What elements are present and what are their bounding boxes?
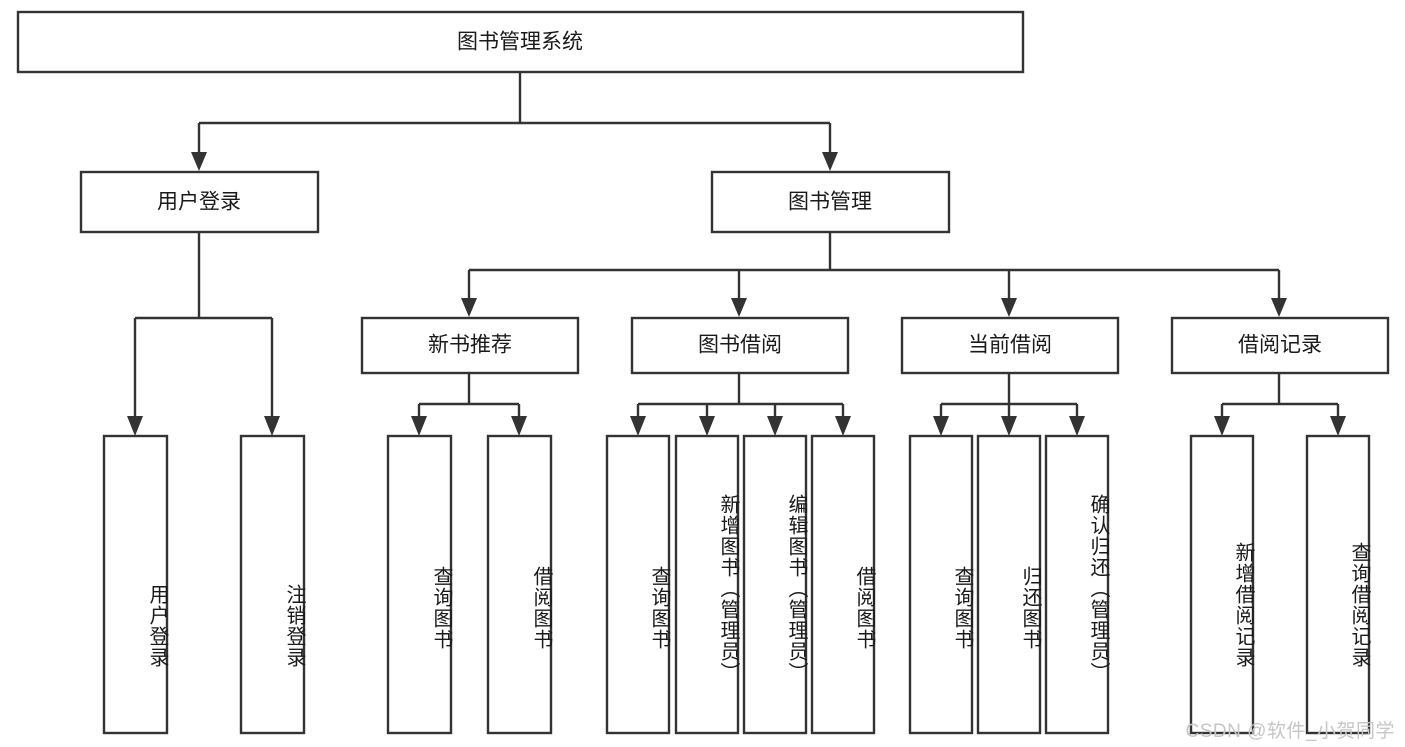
leaf-box-query-book-3[interactable] [908, 434, 974, 735]
node-root-box[interactable] [16, 10, 1025, 74]
leaf-box-borrow-book-1[interactable] [486, 434, 553, 735]
arrow-head-leaf-query-book-3 [933, 416, 949, 436]
arrow-head-leaf-add-record [1214, 416, 1230, 436]
connectors-borrowrecord-to-leaves [1214, 373, 1346, 436]
node-book-borrow-label: 图书借阅 [698, 334, 782, 357]
connectors-currentborrow-to-leaves [933, 373, 1085, 436]
arrow-head-leaf-query-book-2 [630, 416, 646, 436]
arrow-head-leaf-logout [264, 416, 280, 436]
arrow-head-leaf-borrow-book-2 [835, 416, 851, 436]
arrow-head-leaf-return-book [1001, 416, 1017, 436]
arrow-head-book-manage [822, 152, 838, 171]
node-book-manage[interactable]: 图书管理 [710, 170, 951, 234]
node-book-manage-box[interactable] [710, 170, 951, 234]
node-borrow-record[interactable]: 借阅记录 [1170, 316, 1390, 375]
leaf-box-query-book-1[interactable] [386, 434, 453, 735]
arrow-head-current-borrow [1001, 298, 1017, 317]
arrow-head-leaf-query-record [1330, 416, 1346, 436]
node-borrow-record-box[interactable] [1170, 316, 1390, 375]
connectors-bookmanage-to-level3 [461, 232, 1287, 317]
node-user-login-box[interactable] [79, 170, 320, 234]
node-user-login[interactable]: 用户登录 [79, 170, 320, 234]
leaf-box-query-book-2[interactable] [605, 434, 671, 735]
node-current-borrow-label: 当前借阅 [968, 334, 1052, 357]
leaf-box-add-record[interactable] [1189, 434, 1255, 735]
node-book-borrow[interactable]: 图书借阅 [630, 316, 850, 375]
arrow-head-new-book-rec [461, 298, 477, 317]
node-borrow-record-label: 借阅记录 [1238, 334, 1322, 357]
arrow-head-user-login [191, 152, 207, 171]
connectors-root-to-level2 [191, 72, 838, 171]
watermark-text: CSDN @软件_小贺同学 [1185, 721, 1395, 742]
leaf-box-user-login[interactable] [102, 434, 169, 735]
node-book-manage-label: 图书管理 [788, 191, 872, 214]
arrow-head-leaf-edit-book [767, 416, 783, 436]
arrow-head-leaf-user-login [127, 416, 143, 436]
node-user-login-label: 用户登录 [157, 191, 241, 214]
leaf-boxes [102, 434, 1371, 735]
leaf-box-return-book[interactable] [976, 434, 1042, 735]
node-new-book-rec-label: 新书推荐 [428, 334, 512, 357]
leaf-box-confirm-return[interactable] [1044, 434, 1110, 735]
node-root-label: 图书管理系统 [457, 31, 583, 54]
leaf-box-add-book[interactable] [674, 434, 740, 735]
arrow-head-leaf-add-book [699, 416, 715, 436]
leaf-box-logout[interactable] [239, 434, 306, 735]
arrow-head-leaf-query-book-1 [411, 416, 427, 436]
arrow-head-borrow-record [1271, 298, 1287, 317]
node-book-borrow-box[interactable] [630, 316, 850, 375]
leaf-box-edit-book[interactable] [742, 434, 808, 735]
arrow-head-leaf-borrow-book-1 [511, 416, 527, 436]
node-root[interactable]: 图书管理系统 [16, 10, 1025, 74]
node-current-borrow[interactable]: 当前借阅 [900, 316, 1120, 375]
connectors-newbookrec-to-leaves [411, 373, 527, 436]
connectors-bookborrow-to-leaves [630, 373, 851, 436]
node-current-borrow-box[interactable] [900, 316, 1120, 375]
arrow-head-leaf-confirm-return [1069, 416, 1085, 436]
leaf-box-query-record[interactable] [1305, 434, 1371, 735]
leaf-box-borrow-book-2[interactable] [810, 434, 876, 735]
node-new-book-rec-box[interactable] [360, 316, 580, 375]
arrow-head-book-borrow [731, 298, 747, 317]
connectors-userlogin-to-leaves [127, 232, 280, 436]
node-new-book-rec[interactable]: 新书推荐 [360, 316, 580, 375]
